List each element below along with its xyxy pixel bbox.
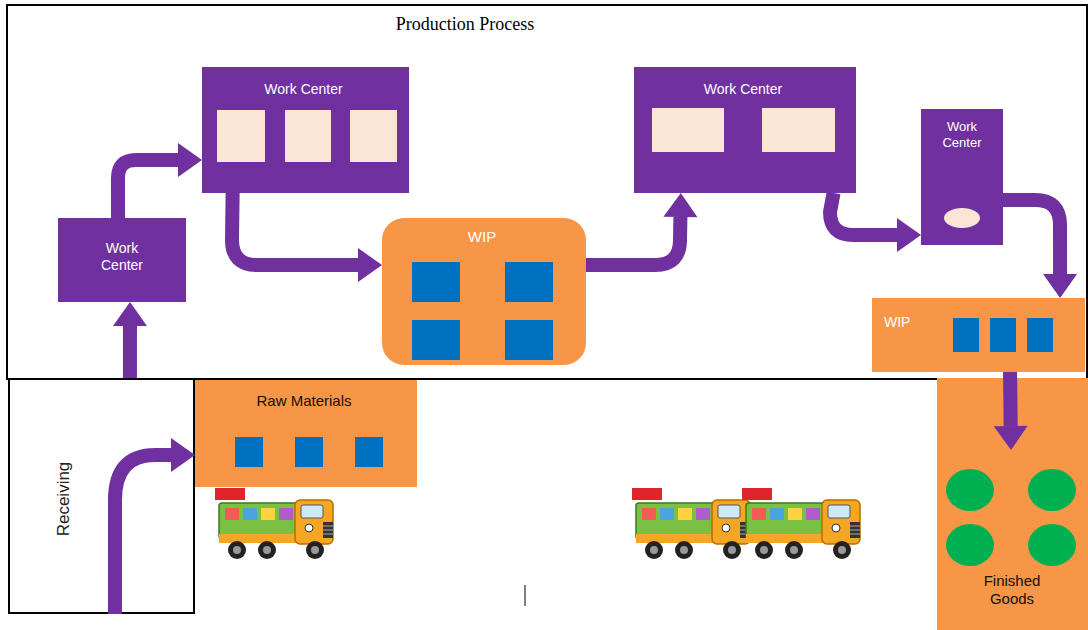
work-center: Work Center bbox=[58, 218, 186, 302]
finished-item bbox=[946, 524, 994, 566]
arrow-shaft bbox=[1003, 200, 1060, 274]
text-block: Raw Materials bbox=[195, 392, 413, 410]
arrow-head bbox=[178, 143, 202, 177]
arrow-head bbox=[897, 218, 921, 252]
text-block: Work Center bbox=[87, 240, 157, 274]
work-item bbox=[217, 110, 265, 162]
work-item bbox=[762, 108, 835, 152]
node-label: Work Center bbox=[932, 119, 992, 150]
work-item bbox=[217, 108, 980, 228]
text-block: Finished Goods bbox=[967, 572, 1057, 608]
flow-arrow bbox=[115, 438, 195, 614]
inventory-item bbox=[235, 262, 1053, 467]
work-item bbox=[944, 208, 980, 228]
toy-truck bbox=[215, 488, 333, 559]
inventory-item bbox=[412, 320, 460, 360]
arrow-head bbox=[358, 248, 382, 282]
arrow-shaft bbox=[115, 455, 171, 614]
flow-arrow bbox=[994, 372, 1028, 450]
finished-item bbox=[946, 469, 1076, 566]
node-label: Finished Goods bbox=[967, 572, 1057, 608]
toy-truck bbox=[632, 488, 750, 559]
toy-truck bbox=[215, 488, 860, 559]
inventory-item bbox=[235, 437, 263, 467]
inventory-item bbox=[295, 437, 323, 467]
arrow-shaft bbox=[123, 326, 137, 378]
work-item bbox=[285, 110, 331, 162]
text-block: WIP bbox=[382, 228, 582, 246]
flow-arrow bbox=[1003, 200, 1077, 298]
text-block: Work Center bbox=[932, 119, 992, 150]
finished-item bbox=[946, 469, 994, 511]
arrow-shaft bbox=[118, 160, 178, 218]
text-block: Production Process bbox=[365, 14, 565, 36]
flow-arrow bbox=[830, 193, 921, 252]
node-label: WIP bbox=[382, 228, 582, 246]
finished-item bbox=[1028, 524, 1076, 566]
flow-arrow bbox=[232, 193, 382, 282]
arrow-shaft bbox=[586, 217, 680, 265]
flow-arrow bbox=[118, 143, 202, 218]
node-label: Work Center bbox=[87, 240, 157, 274]
node-label: Receiving bbox=[54, 462, 74, 537]
receiving-area: Receiving bbox=[8, 378, 195, 614]
text-block: Work Center bbox=[634, 81, 852, 98]
arrow-head bbox=[994, 426, 1028, 450]
arrow-head bbox=[1043, 274, 1077, 298]
flow-arrow bbox=[586, 193, 697, 265]
raw-materials-store: Raw Materials bbox=[195, 380, 417, 487]
work-item bbox=[350, 110, 397, 162]
arrow-shaft bbox=[830, 193, 897, 235]
inventory-item bbox=[990, 318, 1016, 352]
work-item bbox=[652, 108, 724, 152]
node-label: Work Center bbox=[202, 81, 405, 98]
arrow-head bbox=[171, 438, 195, 472]
arrow-head bbox=[113, 302, 147, 326]
inventory-item bbox=[505, 320, 553, 360]
text-cursor bbox=[525, 585, 526, 606]
node-label: Raw Materials bbox=[195, 392, 413, 410]
inventory-item bbox=[1027, 318, 1053, 352]
node-label: Production Process bbox=[365, 14, 565, 36]
inventory-item bbox=[355, 437, 383, 467]
text-block: Receiving bbox=[54, 462, 74, 537]
node-label: WIP bbox=[884, 314, 928, 331]
arrow-shaft bbox=[1003, 372, 1018, 426]
flow-arrow bbox=[113, 302, 147, 378]
node-label: Work Center bbox=[634, 81, 852, 98]
inventory-item bbox=[505, 262, 553, 302]
text-block: Work Center bbox=[202, 81, 405, 98]
inventory-item bbox=[412, 262, 460, 302]
arrow-head bbox=[663, 193, 697, 217]
toy-truck bbox=[742, 488, 860, 559]
inventory-item bbox=[953, 318, 979, 352]
arrow-shaft bbox=[232, 193, 358, 265]
finished-item bbox=[1028, 469, 1076, 511]
text-block: WIP bbox=[884, 314, 928, 331]
